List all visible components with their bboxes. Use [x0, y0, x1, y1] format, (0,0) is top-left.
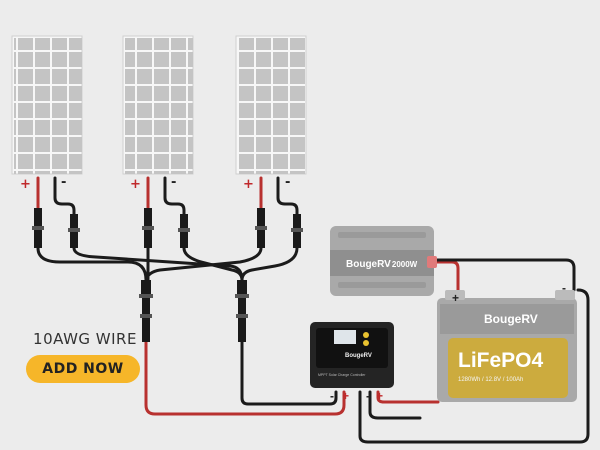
controller-to-battery-negative — [368, 390, 422, 420]
controller-label: MPPT Solar Charge Controller — [318, 373, 366, 377]
branch-wire-2-neg — [182, 246, 244, 282]
trunk-negative — [240, 340, 338, 406]
battery-plus-top: + — [452, 291, 459, 305]
mc4-connector — [68, 214, 80, 248]
branch-connector-positive — [139, 280, 153, 342]
charge-controller: BougeRV MPPT Solar Charge Controller - +… — [310, 322, 394, 403]
controller-batt-minus-marker: - — [366, 389, 370, 403]
panel-2-plus-marker: + — [130, 177, 141, 192]
trunk-positive — [144, 340, 346, 416]
solar-panel-1 — [11, 35, 83, 175]
branch-wire-3-pos — [144, 246, 263, 282]
mc4-connector — [142, 208, 154, 248]
battery: BougeRV LiFePO4 1280Wh / 12.8V / 100Ah +… — [437, 281, 577, 402]
panel-1-negative-lead — [53, 176, 76, 216]
panel-2-minus-marker: - — [171, 175, 176, 190]
battery-specs: 1280Wh / 12.8V / 100Ah — [458, 377, 523, 383]
panel-1-minus-marker: - — [61, 175, 66, 190]
controller-batt-plus-marker: + — [376, 389, 383, 403]
battery-brand: BougeRV — [484, 312, 538, 326]
branch-wire-1-pos — [36, 246, 148, 282]
wire-callout: 10AWG WIRE ADD NOW — [20, 330, 150, 383]
branch-wire-1-neg — [72, 246, 244, 282]
panel-1-plus-marker: + — [20, 177, 31, 192]
wires — [36, 176, 590, 444]
panel-3-negative-lead — [276, 176, 299, 216]
controller-brand: BougeRV — [345, 353, 372, 359]
controller-to-battery-positive — [376, 390, 440, 404]
mc4-connector — [32, 208, 44, 248]
panel-3-plus-marker: + — [243, 177, 254, 192]
add-now-button[interactable]: ADD NOW — [26, 355, 140, 383]
solar-panel-2 — [122, 35, 194, 175]
panel-3-minus-marker: - — [285, 175, 290, 190]
inverter: BougeRV - 2000W — [330, 226, 437, 296]
inverter-brand: BougeRV — [346, 259, 391, 270]
wire-gauge-label: 10AWG WIRE — [33, 330, 137, 348]
battery-chemistry: LiFePO4 — [458, 349, 544, 372]
controller-minus-marker: - — [330, 389, 334, 403]
mc4-connector — [291, 214, 303, 248]
connectors — [32, 208, 303, 342]
battery-minus-top: - — [562, 281, 566, 295]
mc4-connector — [178, 214, 190, 248]
solar-panel-3 — [235, 35, 307, 175]
mc4-connector — [255, 208, 267, 248]
branch-connector-negative — [235, 280, 249, 342]
branch-wire-3-neg — [240, 246, 299, 282]
controller-plus-marker: + — [342, 389, 349, 403]
panel-2-negative-lead — [163, 176, 186, 216]
inverter-to-battery-positive — [430, 260, 460, 292]
inverter-model: - 2000W — [387, 260, 418, 269]
battery-return-loop — [358, 288, 590, 444]
